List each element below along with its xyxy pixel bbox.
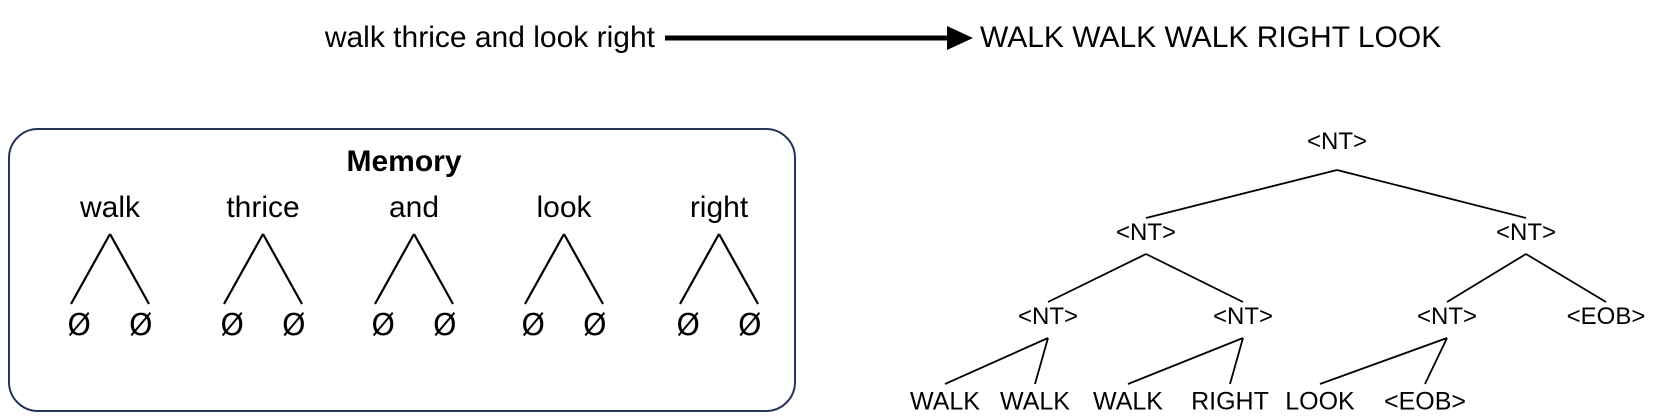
tree-leaf-6[interactable]: <EOB>: [1384, 387, 1466, 416]
null-set-icon: Ø: [220, 308, 244, 343]
tree-leaf-1[interactable]: WALK: [910, 387, 980, 416]
tree-leaf-4[interactable]: RIGHT: [1191, 387, 1269, 416]
tree-node-root[interactable]: <NT>: [1306, 128, 1368, 155]
memory-slot-leaf-row: Ø Ø: [35, 308, 185, 356]
null-set-icon: Ø: [282, 308, 306, 343]
tree-leaf-5[interactable]: LOOK: [1285, 387, 1355, 416]
null-set-icon: Ø: [521, 308, 545, 343]
null-set-icon: Ø: [676, 308, 700, 343]
tree-node-level3-2[interactable]: <NT>: [1212, 303, 1274, 330]
memory-slot-word: right: [689, 191, 749, 224]
parse-tree: <NT> <NT> <NT> <NT> <NT> <NT> <EOB> WALK…: [860, 110, 1661, 420]
memory-slot[interactable]: right Ø Ø: [644, 190, 794, 412]
memory-slot-leaf-row: Ø Ø: [339, 308, 489, 356]
tree-node-level2-left[interactable]: <NT>: [1115, 219, 1177, 246]
memory-slot-branches: [35, 228, 185, 310]
null-set-icon: Ø: [371, 308, 395, 343]
tree-node-level2-right[interactable]: <NT>: [1495, 219, 1557, 246]
null-set-icon: Ø: [67, 308, 91, 343]
memory-slot-word: and: [388, 191, 440, 224]
null-set-icon: Ø: [433, 308, 457, 343]
tree-node-level3-eob[interactable]: <EOB>: [1566, 303, 1646, 330]
tree-leaf-3[interactable]: WALK: [1093, 387, 1163, 416]
memory-title: Memory: [346, 145, 462, 178]
memory-slot-word: look: [536, 191, 592, 224]
tree-node-level3-3[interactable]: <NT>: [1416, 303, 1478, 330]
memory-slot-word: thrice: [226, 191, 300, 224]
memory-slot-branches: [188, 228, 338, 310]
input-phrase: walk thrice and look right: [324, 21, 655, 54]
null-set-icon: Ø: [738, 308, 762, 343]
right-arrow-icon: [663, 20, 975, 56]
memory-slot-branches: [489, 228, 639, 310]
memory-slot-leaf-row: Ø Ø: [644, 308, 794, 356]
memory-slot[interactable]: look Ø Ø: [489, 190, 639, 412]
memory-slot[interactable]: and Ø Ø: [339, 190, 489, 412]
null-set-icon: Ø: [129, 308, 153, 343]
memory-slot-leaf-row: Ø Ø: [188, 308, 338, 356]
parse-tree-edges: [944, 169, 1607, 385]
tree-node-level3-1[interactable]: <NT>: [1017, 303, 1079, 330]
memory-slot-branches: [339, 228, 489, 310]
memory-slot-word: walk: [79, 191, 140, 224]
transduction-row: walk thrice and look right WALK WALK WAL…: [0, 0, 1661, 78]
memory-slot-leaf-row: Ø Ø: [489, 308, 639, 356]
memory-slot[interactable]: thrice Ø Ø: [188, 190, 338, 412]
memory-slot-branches: [644, 228, 794, 310]
memory-slot[interactable]: walk Ø Ø: [35, 190, 185, 412]
output-phrase: WALK WALK WALK RIGHT LOOK: [980, 21, 1442, 54]
memory-panel: Memory walk Ø Ø thrice: [8, 128, 796, 412]
null-set-icon: Ø: [583, 308, 607, 343]
tree-leaf-2[interactable]: WALK: [1000, 387, 1070, 416]
memory-slot-list: walk Ø Ø thrice Ø: [10, 190, 798, 412]
